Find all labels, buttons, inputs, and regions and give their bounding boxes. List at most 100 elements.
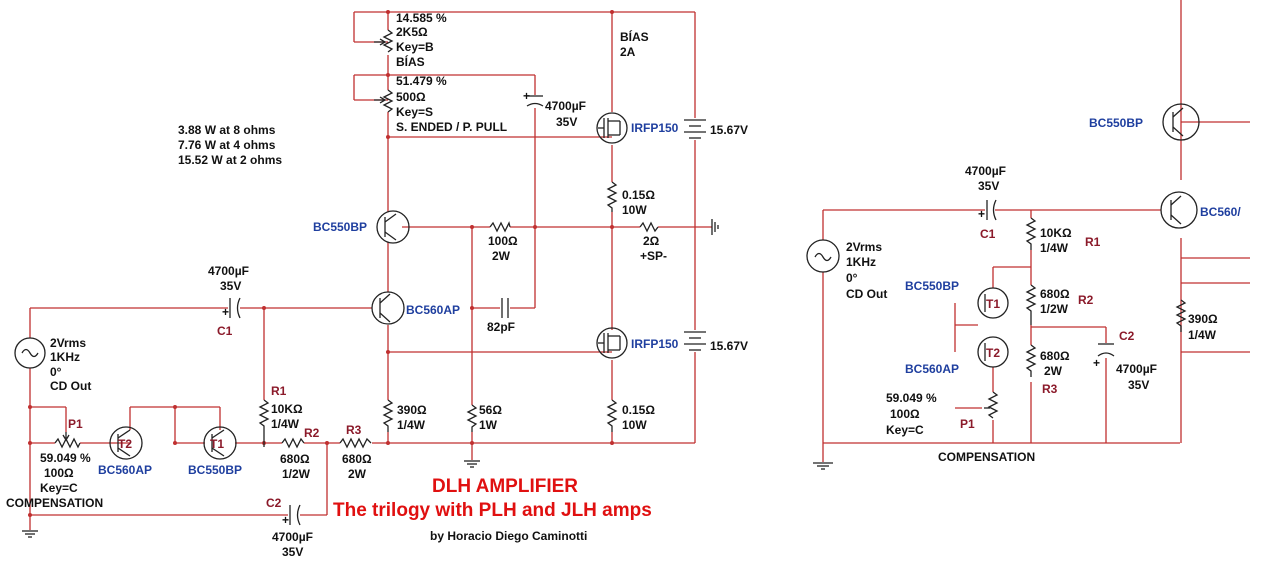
right-r-390-value: 390Ω (1188, 312, 1218, 326)
r2-symbol (281, 437, 305, 449)
mosfet-bottom-label: IRFP150 (631, 337, 679, 351)
t1-name: T1 (210, 437, 224, 451)
right-source-frequency: 1KHz (846, 255, 876, 269)
r-015-top-power: 10W (622, 203, 647, 217)
right-c2-value: 4700µF (1116, 362, 1157, 376)
r-56-symbol (466, 404, 478, 432)
pot-bias-name: BÍAS (396, 54, 425, 69)
p1-name: P1 (68, 417, 83, 431)
right-bc560-label: BC560/ (1200, 205, 1241, 219)
svg-text:+: + (1093, 356, 1100, 370)
t2-type: BC560AP (98, 463, 152, 477)
pot-mode-name: S. ENDED / P. PULL (396, 120, 507, 134)
cap-top-value: 4700µF (545, 99, 586, 113)
right-r2-value: 680Ω (1040, 287, 1070, 301)
c-82p-label: 82pF (487, 320, 515, 334)
ground-symbol-left (22, 530, 38, 538)
mosfet-top-symbol (596, 112, 628, 144)
right-t2-symbol (977, 336, 1009, 368)
ground-symbol-out (711, 219, 719, 235)
pot-bias-percent: 14.585 % (396, 11, 447, 25)
right-t2-type: BC560AP (905, 362, 959, 376)
right-r-390-power: 1/4W (1188, 328, 1217, 342)
right-bc550-top-symbol (1162, 103, 1200, 141)
right-c2-symbol (1097, 343, 1115, 357)
r-390-power: 1/4W (397, 418, 426, 432)
bc560-symbol (371, 291, 405, 325)
right-p1-percent: 59.049 % (886, 391, 937, 405)
r-015-bottom-value: 0.15Ω (622, 403, 655, 417)
r-015-top-value: 0.15Ω (622, 188, 655, 202)
right-bc550-top-label: BC550BP (1089, 116, 1143, 130)
right-r2-symbol (1025, 284, 1037, 325)
r-100-value: 100Ω (488, 234, 518, 248)
t1-type: BC550BP (188, 463, 242, 477)
right-t1-name: T1 (986, 297, 1000, 311)
r-100-power: 2W (492, 249, 511, 263)
right-r3-power: 2W (1044, 364, 1063, 378)
right-r-390-symbol (1175, 299, 1187, 332)
pot-mode-key: Key=S (396, 105, 433, 119)
pot-mode-value: 500Ω (396, 90, 426, 104)
r-56-power: 1W (479, 418, 498, 432)
compensation-label: COMPENSATION (6, 496, 103, 510)
battery-bottom-label: 15.67V (710, 339, 748, 353)
r-015-bottom-power: 10W (622, 418, 647, 432)
t2-name: T2 (118, 437, 132, 451)
p1-percent: 59.049 % (40, 451, 91, 465)
bc560-label: BC560AP (406, 303, 460, 317)
c1-name: C1 (217, 324, 233, 338)
r3-name: R3 (346, 423, 362, 437)
t2-symbol (109, 426, 143, 460)
r1-name: R1 (271, 384, 287, 398)
r-390-value: 390Ω (397, 403, 427, 417)
right-t1-symbol (977, 287, 1009, 319)
right-panel: + + (786, 0, 1270, 483)
right-ac-source-symbol (806, 239, 840, 273)
c2-value: 4700µF (272, 530, 313, 544)
r1-symbol (258, 399, 270, 447)
pot-bias-key: Key=B (396, 40, 434, 54)
power-line-2: 7.76 W at 4 ohms (178, 138, 276, 152)
r-015-top-symbol (606, 181, 618, 212)
mosfet-bottom-symbol (596, 327, 628, 359)
ground-symbol-mid (464, 460, 480, 468)
pot-mode-symbol (382, 89, 394, 113)
c1-value: 4700µF (208, 264, 249, 278)
svg-text:+: + (222, 305, 229, 319)
right-p1-name: P1 (960, 417, 975, 431)
left-wires (29, 11, 712, 530)
r3-value: 680Ω (342, 452, 372, 466)
p1-value: 100Ω (44, 466, 74, 480)
right-r3-symbol (1025, 344, 1037, 377)
c1-voltage: 35V (220, 279, 241, 293)
r1-value: 10KΩ (271, 402, 303, 416)
r-56-value: 56Ω (479, 403, 502, 417)
right-t1-type: BC550BP (905, 279, 959, 293)
r-2-label: +SP- (640, 249, 667, 263)
svg-text:+: + (978, 207, 985, 221)
right-r1-name: R1 (1085, 235, 1101, 249)
right-r1-power: 1/4W (1040, 241, 1069, 255)
mosfet-top-label: IRFP150 (631, 121, 679, 135)
r2-name: R2 (304, 426, 320, 440)
right-c1-value: 4700µF (965, 164, 1006, 178)
right-r3-value: 680Ω (1040, 349, 1070, 363)
r1-power: 1/4W (271, 417, 300, 431)
pot-bias-value: 2K5Ω (396, 25, 428, 39)
right-source-phase: 0° (846, 271, 858, 285)
title-line-2: The trilogy with PLH and JLH amps (333, 500, 652, 521)
source-name: CD Out (50, 379, 91, 393)
right-bc560-symbol (1160, 191, 1198, 229)
right-source-name: CD Out (846, 287, 887, 301)
left-labels: 14.585 % 2K5Ω Key=B BÍAS 51.479 % 500Ω K… (6, 11, 748, 559)
svg-text:+: + (282, 513, 289, 527)
right-source-voltage: 2Vrms (846, 240, 882, 254)
r-2-value: 2Ω (643, 234, 660, 248)
source-voltage: 2Vrms (50, 336, 86, 350)
c2-name: C2 (266, 496, 282, 510)
r3-symbol (339, 437, 372, 449)
r-390-symbol (382, 399, 394, 432)
right-p1-value: 100Ω (890, 407, 920, 421)
